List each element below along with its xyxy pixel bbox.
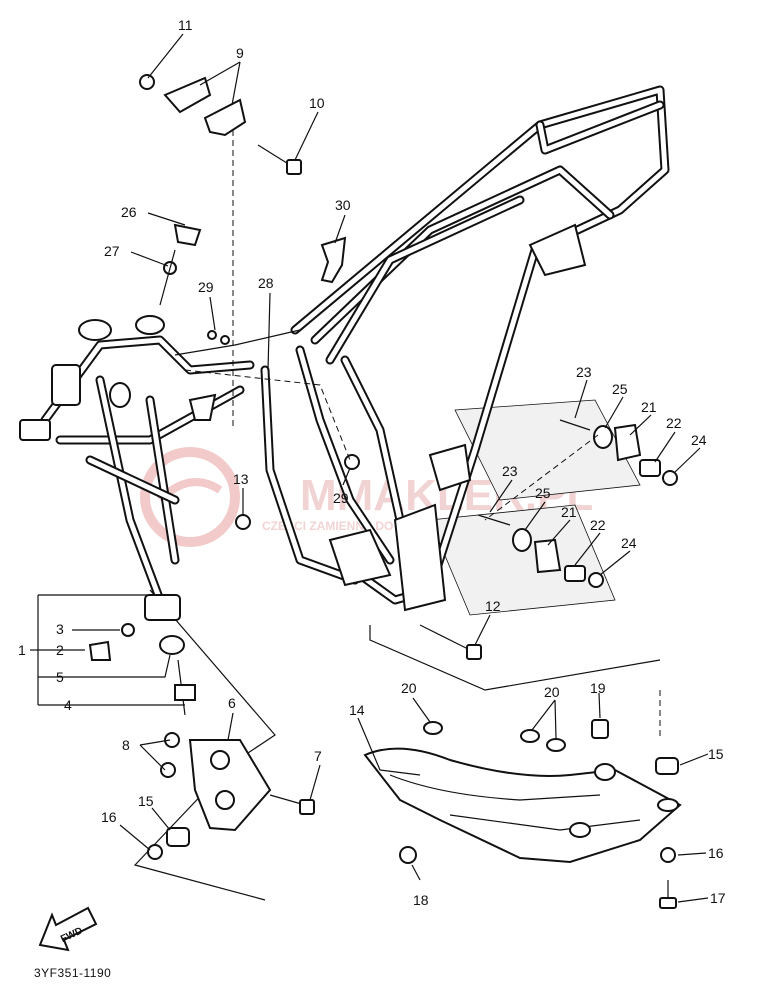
ground-planes [133, 399, 661, 901]
callout-25a: 25 [612, 381, 628, 397]
front-subframe [19, 315, 301, 621]
callout-23b: 23 [502, 463, 518, 479]
watermark-logo-icon [140, 447, 240, 547]
callout-2: 2 [56, 642, 64, 658]
callout-21a: 21 [641, 399, 657, 415]
callout-6: 6 [228, 695, 236, 711]
callout-23a: 23 [576, 364, 592, 380]
callout-11: 11 [178, 17, 193, 33]
callout-22b: 22 [590, 517, 606, 533]
small-parts [88, 74, 682, 909]
callout-18: 18 [413, 892, 429, 908]
forward-arrow-icon [38, 906, 98, 952]
callout-labels: 11 9 10 26 27 30 29 28 23 25 21 22 24 13… [18, 17, 726, 908]
callout-20a: 20 [401, 680, 417, 696]
callout-9: 9 [236, 45, 244, 61]
callout-24b: 24 [621, 535, 637, 551]
callout-4: 4 [64, 697, 72, 713]
callout-15a: 15 [138, 793, 154, 809]
callout-27: 27 [104, 243, 120, 259]
callout-30: 30 [335, 197, 351, 213]
forward-arrow: FWD [38, 906, 98, 952]
callout-15b: 15 [708, 746, 724, 762]
callout-29b: 29 [333, 490, 349, 506]
callout-24a: 24 [691, 432, 707, 448]
callout-22a: 22 [666, 415, 682, 431]
callout-16b: 16 [708, 845, 724, 861]
callout-25b: 25 [535, 485, 551, 501]
callout-20b: 20 [544, 684, 560, 700]
callout-16a: 16 [101, 809, 117, 825]
callout-17: 17 [710, 890, 726, 906]
callout-19: 19 [590, 680, 606, 696]
callout-8: 8 [122, 737, 130, 753]
callout-13: 13 [233, 471, 249, 487]
callout-12: 12 [485, 598, 501, 614]
callout-5: 5 [56, 669, 64, 685]
main-frame [260, 85, 670, 612]
callout-1: 1 [18, 642, 26, 658]
callout-29a: 29 [198, 279, 214, 295]
callout-10: 10 [309, 95, 325, 111]
callout-28: 28 [258, 275, 274, 291]
callout-26: 26 [121, 204, 137, 220]
callout-21b: 21 [561, 504, 577, 520]
callout-14: 14 [349, 702, 365, 718]
leader-lines [30, 33, 709, 903]
callout-3: 3 [56, 621, 64, 637]
part-code: 3YF351-1190 [34, 966, 111, 980]
callout-7: 7 [314, 748, 322, 764]
reference-lines [184, 130, 661, 740]
